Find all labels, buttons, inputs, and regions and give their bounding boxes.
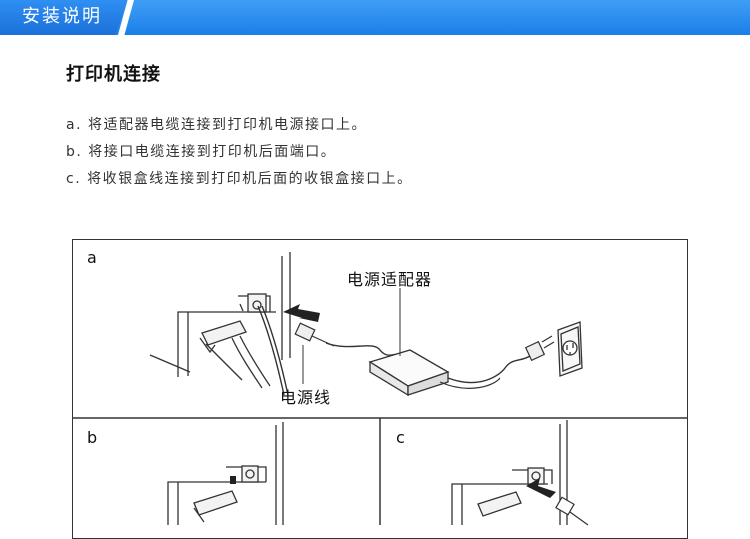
port-marker-b	[230, 476, 236, 484]
panel-c-label: c	[396, 428, 405, 447]
instruction-step-b: b. 将接口电缆连接到打印机后面端口。	[66, 144, 337, 160]
section-header-bar: 安装说明	[0, 0, 750, 35]
interface-port-c	[477, 491, 522, 517]
insert-arrow-icon	[283, 304, 320, 322]
insert-arrow-c-icon	[526, 478, 556, 498]
page-title: 打印机连接	[66, 64, 161, 85]
adapter-callout: 电源适配器	[347, 270, 433, 289]
power-socket-c-icon	[531, 471, 541, 481]
section-header-tab	[0, 0, 128, 35]
interface-port-b	[193, 490, 238, 523]
power-socket-icon	[252, 300, 262, 310]
panel-b-label: b	[87, 428, 98, 447]
printer-rear-a	[149, 252, 291, 377]
wall-outlet-icon	[557, 321, 583, 377]
cash-drawer-plug-icon	[555, 496, 589, 526]
power-cable-callout: 电源线	[280, 388, 332, 407]
power-socket-b-icon	[245, 469, 255, 479]
instruction-list: a. 将适配器电缆连接到打印机电源接口上。 b. 将接口电缆连接到打印机后面端口…	[66, 112, 413, 193]
connection-illustration	[72, 252, 688, 526]
dc-cable	[325, 342, 401, 356]
power-cable	[257, 305, 285, 396]
printer-rear-c	[451, 420, 568, 525]
dc-plug-icon	[294, 322, 335, 347]
panel-a-label: a	[87, 248, 97, 267]
ac-plug-icon	[524, 335, 555, 362]
printer-rear-b	[167, 422, 284, 525]
interface-port-a	[199, 320, 247, 381]
section-header-title: 安装说明	[22, 6, 102, 27]
instruction-step-c: c. 将收银盒线连接到打印机后面的收银盒接口上。	[66, 171, 413, 187]
instruction-step-a: a. 将适配器电缆连接到打印机电源接口上。	[66, 117, 367, 133]
ac-cord	[447, 355, 531, 384]
interface-cable-a	[231, 337, 263, 389]
power-adapter-icon	[368, 349, 450, 397]
